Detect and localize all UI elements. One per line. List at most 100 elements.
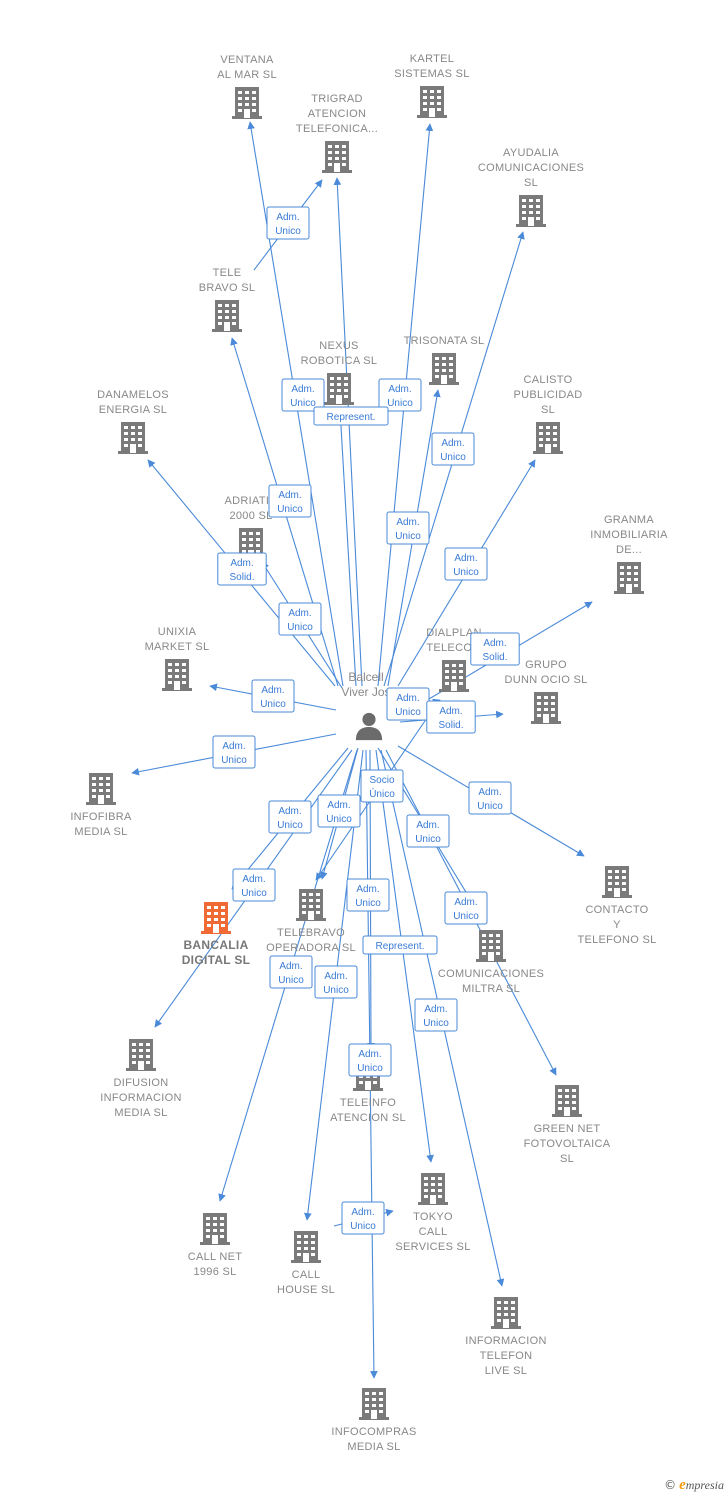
- person-label-line: Viver Jos: [341, 685, 390, 699]
- edge-label-box: [386, 511, 430, 545]
- edge-label-infofibra[interactable]: Adm.Unico: [212, 735, 256, 769]
- edge-label-box: [278, 602, 322, 636]
- edge-label-danamelos[interactable]: Adm.Solid.: [217, 552, 267, 586]
- edge-label-text: Único: [369, 787, 395, 800]
- edge-label-text: Unico: [453, 567, 479, 578]
- edge-person-trigrad: [333, 177, 363, 687]
- company-node-granma[interactable]: GRANMAINMOBILIARIADE...: [590, 514, 668, 594]
- node-label-line: INFORMACION: [100, 1092, 182, 1104]
- edge-label-box: [348, 1043, 392, 1077]
- edge-label-text: Unico: [275, 226, 301, 237]
- edge-label-calisto[interactable]: Adm. Unico: [444, 547, 488, 581]
- edge-label-trigrad[interactable]: Adm.Unico: [266, 206, 310, 240]
- node-label-line: TRIGRAD: [311, 93, 363, 105]
- node-label-line: VENTANA: [220, 54, 274, 66]
- edge-label-kartel[interactable]: Adm.Unico: [378, 378, 422, 412]
- edge-label-text: Adm.: [356, 884, 379, 895]
- edge-label-bancalia[interactable]: Adm.Unico: [268, 800, 312, 834]
- edge-label-text: Solid.: [229, 572, 254, 583]
- edge-label-text: Adm.: [483, 638, 506, 649]
- edge-label-unixia[interactable]: Adm.Unico: [251, 679, 295, 713]
- edge-label-teleinfo[interactable]: Adm.Unico: [346, 878, 390, 912]
- company-node-trisonata[interactable]: TRISONATA SL: [404, 335, 485, 385]
- edge-label-greennet[interactable]: Adm.Unico: [444, 891, 488, 925]
- building-icon: [212, 300, 242, 332]
- edge-label-text: Unico: [440, 452, 466, 463]
- node-label-line: CONTACTO: [585, 904, 648, 916]
- node-label-line: TELE: [213, 267, 242, 279]
- edge-label-nexus[interactable]: Represent.: [313, 406, 389, 426]
- edge-label-callhouse[interactable]: Adm.Unico: [314, 965, 358, 999]
- edge-label-text: Unico: [260, 699, 286, 710]
- brand-name: mpresia: [685, 1478, 724, 1492]
- edge-label-text: Adm.: [351, 1207, 374, 1218]
- edge-label-granma[interactable]: Adm.Solid.: [470, 632, 520, 666]
- node-label-line: DUNN OCIO SL: [504, 674, 587, 686]
- edge-label-box: [269, 955, 313, 989]
- company-node-telebravo[interactable]: TELEBRAVO SL: [199, 267, 256, 332]
- edge-label-adriatic[interactable]: Adm.Unico: [278, 602, 322, 636]
- edge-label-tokyo[interactable]: Represent.: [362, 935, 438, 955]
- edge-label-trisonata[interactable]: Adm.Unico: [386, 511, 430, 545]
- edge-label-ayudalia[interactable]: Adm. Unico: [431, 432, 475, 466]
- edge-label-telebravoop[interactable]: Adm.Unico: [317, 794, 361, 828]
- company-node-trigrad[interactable]: TRIGRADATENCIONTELEFONICA...: [296, 93, 378, 173]
- building-icon: [533, 422, 563, 454]
- edge-label-trigrad[interactable]: Adm.Unico: [281, 378, 325, 412]
- edge-label-grupodunn[interactable]: Adm.Solid.: [426, 700, 476, 734]
- edge-label-callnet[interactable]: Adm.Unico: [269, 955, 313, 989]
- edge-label-text: Unico: [387, 398, 413, 409]
- edge-person-tokyo: [375, 749, 434, 1163]
- edge-label-box: [414, 998, 458, 1032]
- edge-label-text: Adm.: [441, 438, 464, 449]
- edge-label-text: Adm.: [242, 874, 265, 885]
- building-icon: [322, 141, 352, 173]
- edge-label-text: Adm.: [454, 553, 477, 564]
- edge-label-contacto[interactable]: Adm.Unico: [468, 781, 512, 815]
- building-icon: [324, 373, 354, 405]
- edge-label-informacion[interactable]: Adm.Unico: [414, 998, 458, 1032]
- edge-label-infocompras[interactable]: Adm.Unico: [348, 1043, 392, 1077]
- node-label-line: KARTEL: [410, 53, 454, 65]
- edge-label-difusion[interactable]: Adm.Unico: [232, 868, 276, 902]
- node-label-line: TELECOM: [426, 642, 481, 654]
- copyright-symbol: ©: [664, 1478, 677, 1492]
- edge-label-tokyo[interactable]: Adm.Unico: [341, 1201, 385, 1235]
- edge-label-box: [431, 432, 475, 466]
- node-label-line: CALISTO: [524, 374, 573, 386]
- edge-label-comunicaciones[interactable]: Adm.Unico: [406, 814, 450, 848]
- edge-label-telebravo[interactable]: Adm.Unico: [268, 484, 312, 518]
- node-label-line: COMUNICACIONES: [478, 162, 584, 174]
- edge-label-dialplan[interactable]: Adm.Unico: [386, 687, 430, 721]
- edge-label-box: [444, 547, 488, 581]
- node-label-line: 1996 SL: [193, 1266, 236, 1278]
- edge-label-text: Unico: [423, 1018, 449, 1029]
- edge-label-box: [341, 1201, 385, 1235]
